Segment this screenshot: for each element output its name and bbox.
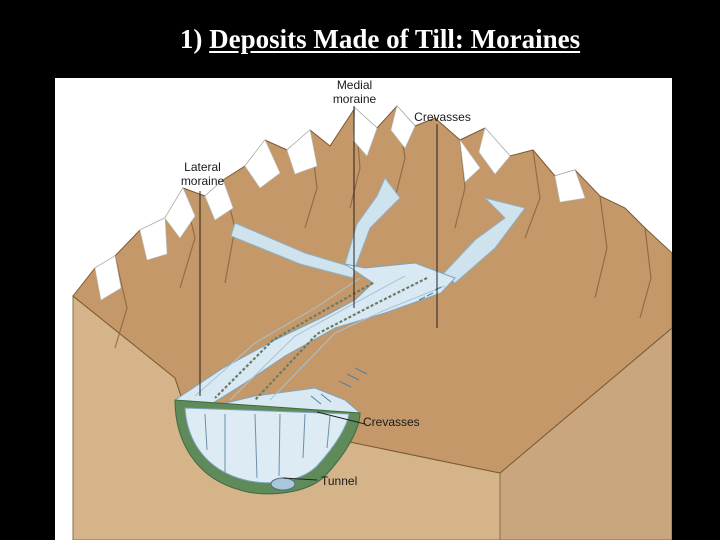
snow-patches — [94, 105, 586, 301]
glacier-diagram: Medial moraine Crevasses Lateral moraine… — [55, 78, 672, 540]
glacier-illustration — [72, 105, 672, 540]
label-lateral-line1: Lateral — [184, 160, 221, 174]
crevasse-marks — [310, 286, 442, 405]
label-medial-line2: moraine — [332, 92, 377, 106]
glacier-flow-bands — [194, 275, 446, 401]
title-main: Deposits Made of Till: Moraines — [209, 24, 581, 54]
slide-title: 1) Deposits Made of Till: Moraines — [0, 24, 720, 55]
section-crevasse-lines — [204, 413, 331, 479]
title-prefix: 1) — [179, 24, 210, 54]
label-crevasses-front: Crevasses — [363, 415, 420, 429]
label-tunnel: Tunnel — [321, 474, 358, 488]
leader-lines — [199, 106, 438, 481]
label-lateral-moraine: Lateral moraine — [165, 160, 240, 188]
medial-moraine-stripes — [214, 277, 428, 401]
label-crevasses-top: Crevasses — [414, 110, 471, 124]
label-medial-line1: Medial — [336, 78, 373, 92]
label-lateral-line2: moraine — [180, 174, 225, 188]
tunnel — [270, 477, 296, 491]
label-medial-moraine: Medial moraine — [317, 78, 392, 106]
tributary-glaciers — [230, 177, 526, 284]
